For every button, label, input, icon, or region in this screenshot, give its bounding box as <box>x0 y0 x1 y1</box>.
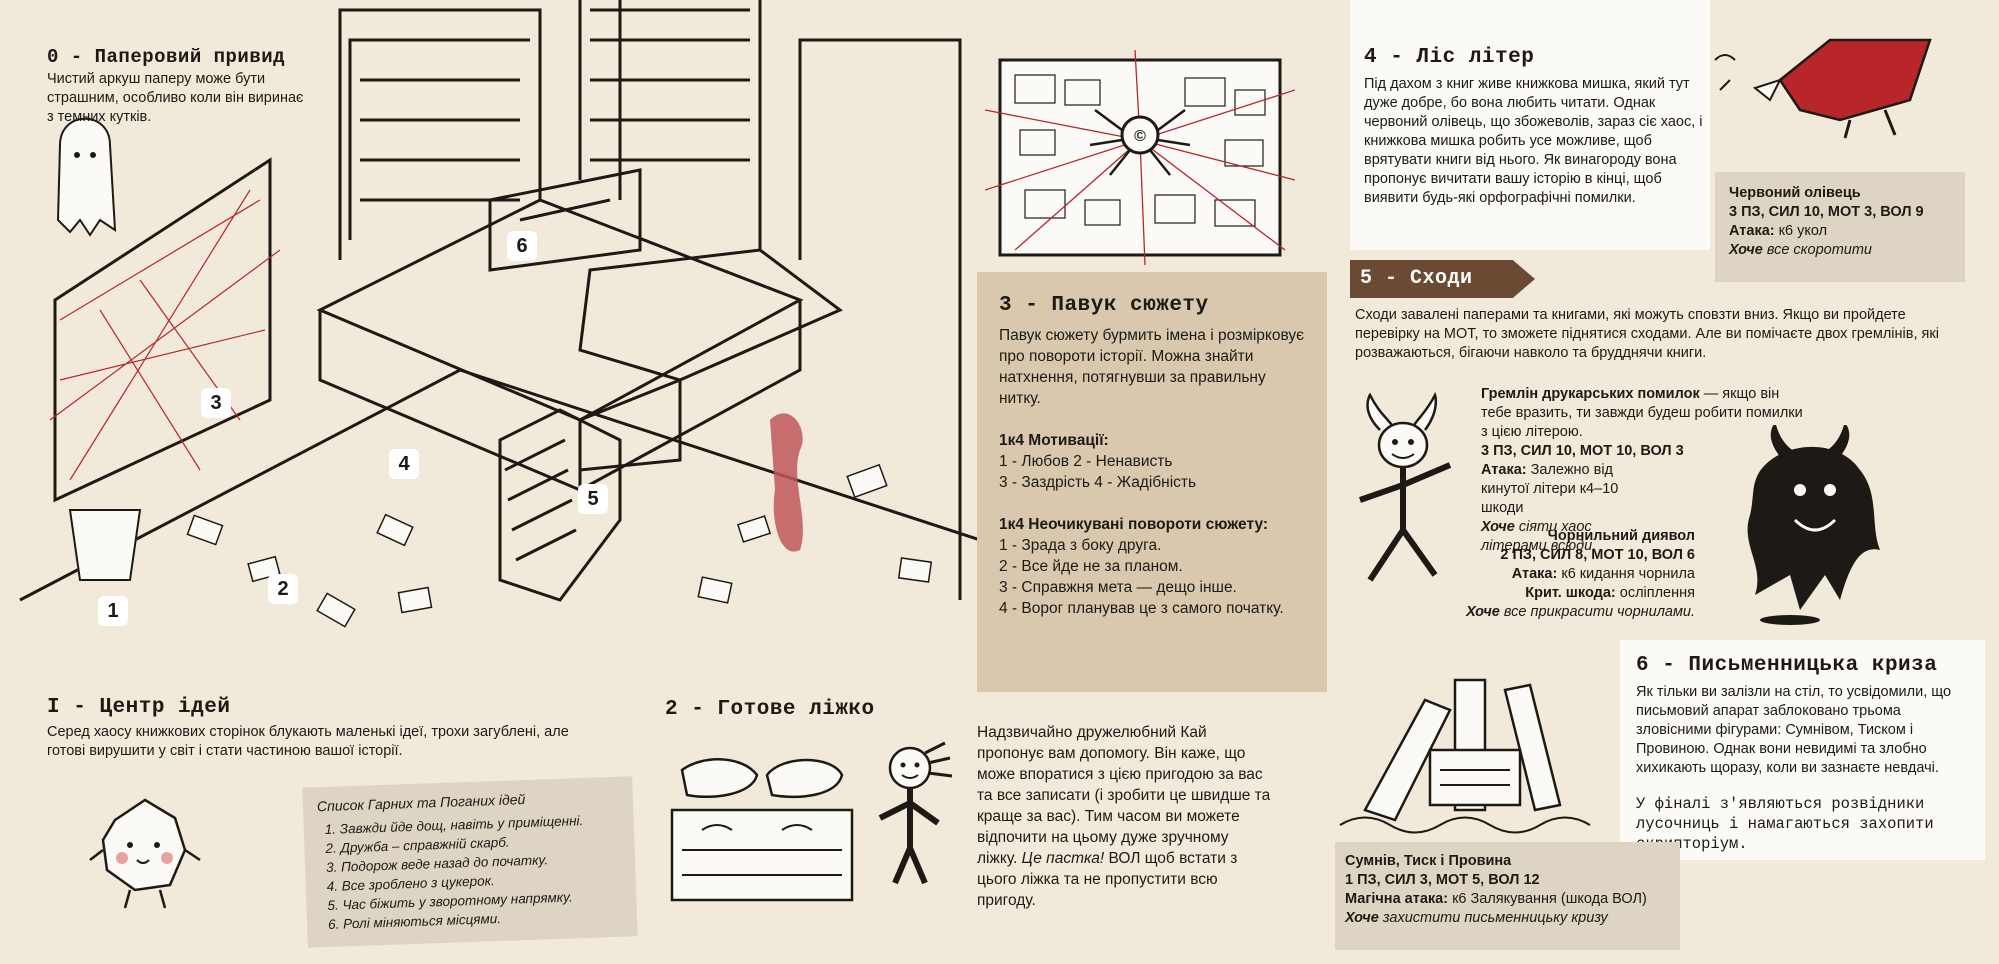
section-title: 4 - Ліс літер <box>1364 46 1535 69</box>
wants-value: сіяти хаос літерами всюди. <box>1481 519 1597 554</box>
attack-value: к6 укол <box>1778 223 1828 239</box>
map-marker-3: 3 <box>201 388 231 418</box>
ink-devil-stats: Чорнильний диявол 2 ПЗ, СИЛ 8, МОТ 10, В… <box>1440 527 1695 622</box>
attack-label: Атака: <box>1729 223 1775 239</box>
paper-ball-creature-illustration <box>89 798 201 909</box>
section-stairs-banner: 5 - Сходи <box>1350 260 1535 298</box>
wants-value: все прикрасити чорнилами. <box>1503 604 1695 620</box>
section-title: 3 - Павук сюжету <box>999 294 1209 317</box>
section-plot-spider: 3 - Павук сюжету Павук сюжету бурмить ім… <box>977 272 1327 692</box>
trap-label: Це пастка! <box>1021 850 1105 867</box>
stat-line: 2 ПЗ, СИЛ 8, МОТ 10, ВОЛ 6 <box>1500 547 1695 563</box>
stat-name: Червоний олівець <box>1729 185 1861 201</box>
section-title: 0 - Паперовий привид <box>47 46 286 68</box>
trap-text: ВОЛ щоб встати з цього ліжка та не пропу… <box>977 850 1238 909</box>
section-title: I - Центр ідей <box>47 696 231 719</box>
section-idea-center: I - Центр ідей Серед хаосу книжкових сто… <box>47 696 607 761</box>
map-marker-1: 1 <box>98 596 128 626</box>
twist-title: 1к4 Неочикувані повороти сюжету: <box>999 516 1269 533</box>
map-marker-5: 5 <box>578 484 608 514</box>
crit-label: Крит. шкода: <box>1525 585 1616 601</box>
stat-wants: Хоче захистити письменницьку кризу <box>1345 909 1670 928</box>
twist-line: 4 - Ворог планував це з самого початку. <box>999 600 1284 617</box>
stat-name: Чорнильний диявол <box>1547 528 1695 544</box>
section-stairs-body: Сходи завалені паперами та книгами, які … <box>1355 307 1939 361</box>
attack-value: Залежно від кинутої літери к4–10 шкоди <box>1481 462 1619 516</box>
stat-line: 3 ПЗ, СИЛ 10, МОТ 3, ВОЛ 9 <box>1729 204 1924 220</box>
stat-wants: Хоче все прикрасити чорнилами. <box>1440 603 1695 622</box>
section-body: Як тільки ви залізли на стіл, то усвідом… <box>1636 684 1952 776</box>
motivation-line: 1 - Любов 2 - Ненависть <box>999 453 1173 470</box>
crit-value: осліплення <box>1619 585 1695 601</box>
writers-block-stat-card: Сумнів, Тиск і Провина 1 ПЗ, СИЛ 3, МОТ … <box>1335 842 1680 950</box>
gremlin-desc-text: — якщо він тебе вразить, ти завжди будеш… <box>1481 386 1803 440</box>
attack-label: Атака: <box>1511 566 1558 582</box>
wants-label: Хоче <box>1345 910 1379 926</box>
stat-crit: Крит. шкода: осліплення <box>1440 584 1695 603</box>
stat-wants: Хоче сіяти хаос літерами всюди. <box>1481 518 1631 556</box>
section-body: Надзвичайно дружелюбний Кай пропонує вам… <box>977 724 1271 867</box>
wants-label: Хоче <box>1481 519 1515 535</box>
attack-label: Магічна атака: <box>1345 891 1449 907</box>
attack-value: к6 Залякування (шкода ВОЛ) <box>1452 891 1647 907</box>
twist-line: 3 - Справжня мета — дещо інше. <box>999 579 1237 596</box>
motivation-title: 1к4 Мотивації: <box>999 432 1109 449</box>
stat-attack: Атака: к6 кидання чорнила <box>1440 565 1695 584</box>
section-ready-bed-body: Надзвичайно дружелюбний Кай пропонує вам… <box>977 722 1272 911</box>
plot-spider-web-illustration: © <box>985 50 1295 265</box>
section-body: Під дахом з книг живе книжкова мишка, як… <box>1364 76 1703 206</box>
gremlin-desc: Гремлін друкарських помилок — якщо він т… <box>1481 385 1811 442</box>
finale-text: У фіналі з'являються розвідники лусочниц… <box>1636 795 1934 853</box>
section-body: Серед хаосу книжкових сторінок блукають … <box>47 724 569 759</box>
bed-illustration <box>670 758 854 902</box>
red-pencil-illustration <box>1714 38 1932 139</box>
map-marker-2: 2 <box>268 574 298 604</box>
motivation-line: 3 - Заздрість 4 - Жадібність <box>999 474 1197 491</box>
section-letter-forest: 4 - Ліс літер Під дахом з книг живе книж… <box>1350 0 1710 250</box>
section-title: 6 - Письменницька криза <box>1636 654 1938 677</box>
kai-figure-illustration <box>878 741 953 885</box>
idea-list-card: Список Гарних та Поганих ідей Завжди йде… <box>302 776 638 948</box>
typo-gremlin-illustration <box>1359 391 1452 582</box>
stat-wants: Хоче все скоротити <box>1729 241 1951 260</box>
red-pencil-stat-card: Червоний олівець 3 ПЗ, СИЛ 10, МОТ 3, ВО… <box>1715 172 1965 282</box>
wants-value: захистити письменницьку кризу <box>1382 910 1608 926</box>
library-map-illustration <box>19 0 980 628</box>
blocked-typewriter-illustration <box>1339 678 1591 834</box>
section-body: Чистий аркуш паперу може бути страшним, … <box>47 71 304 125</box>
stat-name: Сумнів, Тиск і Провина <box>1345 853 1512 869</box>
section-body: Павук сюжету бурмить імена і розмірковує… <box>999 327 1305 407</box>
stat-attack: Атака: Залежно від кинутої літери к4–10 … <box>1481 461 1656 518</box>
gremlin-name: Гремлін друкарських помилок <box>1481 386 1700 402</box>
ink-devil-illustration <box>1747 425 1880 625</box>
svg-text:©: © <box>1134 128 1146 145</box>
wants-label: Хоче <box>1729 242 1763 258</box>
stat-line: 1 ПЗ, СИЛ 3, МОТ 5, ВОЛ 12 <box>1345 872 1540 888</box>
section-writers-block: 6 - Письменницька криза Як тільки ви зал… <box>1620 640 1985 860</box>
map-marker-6: 6 <box>507 231 537 261</box>
wants-label: Хоче <box>1466 604 1500 620</box>
wants-value: все скоротити <box>1766 242 1872 258</box>
attack-value: к6 кидання чорнила <box>1561 566 1695 582</box>
twist-line: 1 - Зрада з боку друга. <box>999 537 1162 554</box>
section-ready-bed-title: 2 - Готове ліжко <box>665 698 875 721</box>
attack-label: Атака: <box>1481 462 1527 478</box>
twist-line: 2 - Все йде не за планом. <box>999 558 1183 575</box>
section-title: 5 - Сходи <box>1360 267 1473 290</box>
stat-attack: Атака: к6 укол <box>1729 222 1951 241</box>
section-paper-ghost: 0 - Паперовий привид Чистий аркуш паперу… <box>47 46 307 127</box>
typo-gremlin-stats: Гремлін друкарських помилок — якщо він т… <box>1481 385 1811 556</box>
stat-attack: Магічна атака: к6 Залякування (шкода ВОЛ… <box>1345 890 1670 909</box>
map-marker-4: 4 <box>389 449 419 479</box>
stat-line: 3 ПЗ, СИЛ 10, МОТ 10, ВОЛ 3 <box>1481 443 1684 459</box>
